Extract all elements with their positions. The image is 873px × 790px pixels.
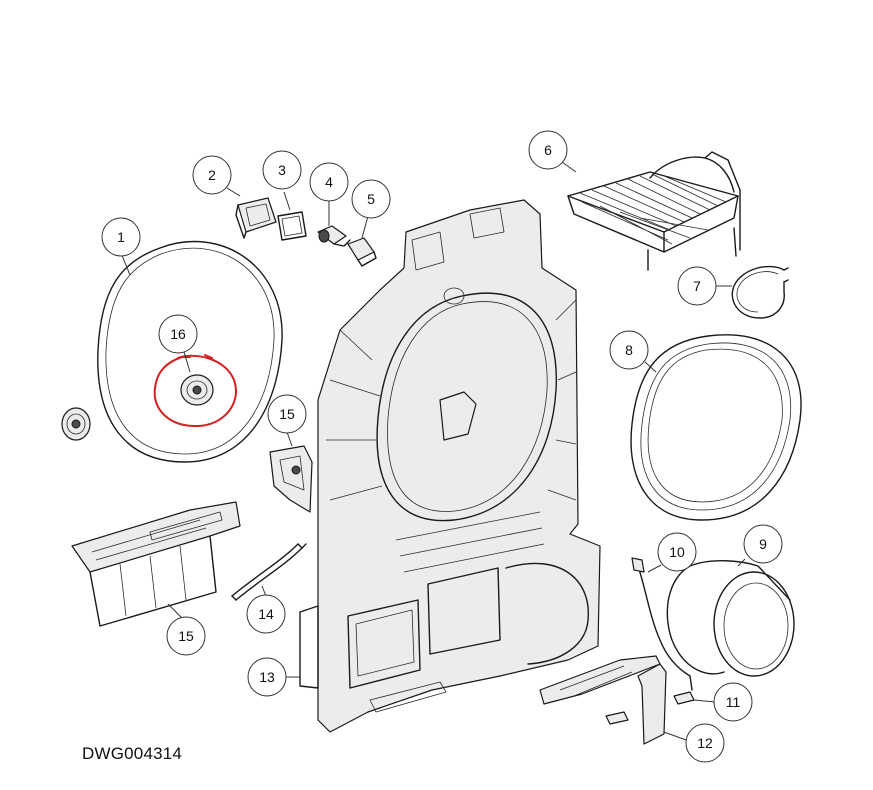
callout-label: 15: [279, 406, 295, 422]
callout-6: 6: [528, 130, 568, 170]
leader-lines: [120, 161, 746, 741]
part-bearing-hub: [180, 374, 214, 406]
callout-4: 4: [309, 162, 349, 202]
callout-11: 11: [713, 682, 753, 722]
callout-label: 7: [693, 278, 701, 294]
callout-label: 5: [367, 191, 375, 207]
callout-label: 15: [178, 628, 194, 644]
callout-1: 1: [101, 217, 141, 257]
part-bracket: [539, 655, 667, 745]
part-thermistor-wire: [631, 557, 693, 691]
callout-14: 14: [246, 594, 286, 634]
callout-label: 1: [117, 229, 125, 245]
part-connector: [347, 237, 377, 267]
part-lint-duct: [269, 445, 313, 513]
part-wire-loop: [731, 265, 789, 319]
part-wire-rack: [567, 151, 741, 271]
callout-label: 8: [625, 342, 633, 358]
callout-15-upper: 15: [267, 394, 307, 434]
callout-label: 13: [259, 669, 275, 685]
part-sensor: [317, 225, 351, 247]
highlight-marker: [153, 354, 237, 428]
part-front-housing: [299, 199, 601, 733]
part-hub-left: [61, 407, 91, 441]
callout-13: 13: [247, 657, 287, 697]
callout-7: 7: [677, 266, 717, 306]
callout-label: 9: [759, 536, 767, 552]
callout-3: 3: [262, 150, 302, 190]
callout-label: 14: [258, 606, 274, 622]
callout-5: 5: [351, 179, 391, 219]
callout-label: 10: [669, 544, 685, 560]
callout-9: 9: [743, 524, 783, 564]
callout-15-lower: 15: [166, 616, 206, 656]
callout-label: 2: [208, 167, 216, 183]
part-square-seal: [277, 211, 307, 241]
callout-label: 4: [325, 174, 333, 190]
callout-label: 6: [544, 142, 552, 158]
callout-16: 16: [158, 314, 198, 354]
callout-label: 12: [697, 735, 713, 751]
drawing-id: DWG004314: [82, 744, 183, 763]
part-duct-cylinder: [666, 560, 795, 677]
callout-2: 2: [192, 155, 232, 195]
callout-12: 12: [685, 723, 725, 763]
part-lint-filter: [71, 501, 241, 627]
callout-label: 3: [278, 162, 286, 178]
callout-8: 8: [609, 330, 649, 370]
callout-label: 16: [170, 326, 186, 342]
callout-10: 10: [657, 532, 697, 572]
part-wire-strip: [231, 543, 307, 601]
part-drum-gasket: [630, 334, 802, 521]
part-duct-fitting: [235, 197, 277, 239]
callout-label: 11: [726, 694, 741, 710]
part-door-gasket-ring: [97, 240, 283, 463]
